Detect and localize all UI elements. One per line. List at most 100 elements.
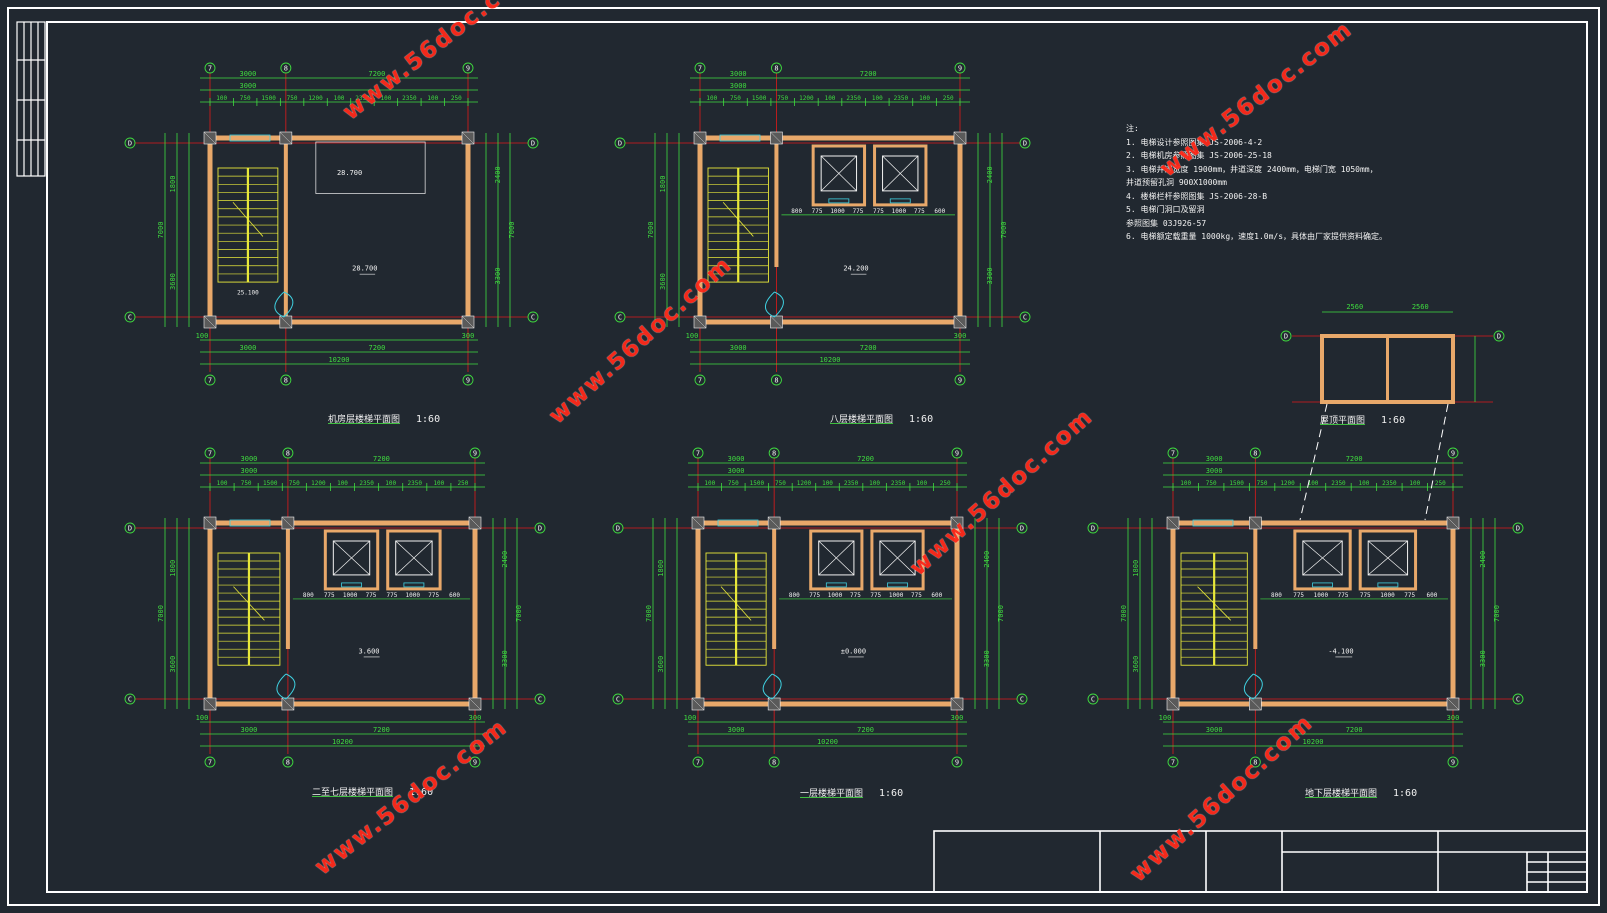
floor-elevation: -4.100 [1328,647,1353,655]
column-hatch-1 [770,131,783,145]
axis-label-top-2: 9 [473,450,477,458]
dim-seg-top-0: 100 [1180,480,1191,487]
dim-seg-top-3: 750 [775,480,786,487]
axis-bubble-top-2 [462,62,474,74]
elevator-cross-b-0 [818,540,855,576]
floor-elevation: 3.600 [358,647,379,655]
column-hatch-1 [768,516,781,530]
axis-label-top-1: 8 [284,65,288,73]
dim-seg-top-7: 100 [385,480,396,487]
elevator-shaft-1 [870,529,925,591]
axis-label-side-0-1: D [1023,140,1027,148]
elevator-dim-4: 775 [873,208,884,215]
axis-bubble-side-0-1 [1512,522,1524,534]
note-6: 5. 电梯门洞口及留洞 [1126,205,1205,214]
axis-label-side-0-1: D [1020,525,1024,533]
axis-label-bottom-2: 9 [466,377,470,385]
note-3: 3. 电梯井道宽度 1900mm，井道深度 2400mm，电梯门宽 1050mm… [1126,164,1378,174]
dim-depth-left: 7000 [647,222,655,239]
elevator-cross-b-1 [395,540,433,576]
dim-seg-top-2: 1500 [1229,480,1244,487]
axis-bubble-bottom-2 [469,756,481,768]
column-hatch-2 [461,131,475,145]
axis-label-bottom-2: 9 [958,377,962,385]
elevator-door-1 [403,582,425,588]
axis-label-side-0-1: D [538,525,542,533]
dim-seg-top-3: 750 [289,480,300,487]
elevator-dim-0: 800 [789,592,800,599]
axis-bubble-side-1-0 [612,693,624,705]
elevator-shaft-0 [809,529,864,591]
dim-left-seg2: 3600 [169,656,177,673]
column-hatch-1 [1249,516,1262,530]
dim-seg-top-5: 100 [1308,480,1319,487]
elevator-door-1 [1377,582,1399,588]
note-4: 井道预留孔洞 900X1000mm [1126,178,1227,187]
axis-bubble-side-0-1 [534,522,546,534]
window-top [229,519,271,527]
dim-seg-top-1: 750 [728,480,739,487]
outer-wall [207,135,471,325]
axis-label-side-1-0: C [1091,696,1095,704]
column-hatch-0 [693,131,707,145]
door-swing-a [285,673,296,700]
dim-depth-left: 7000 [157,605,165,622]
design-notes: 注: 1. 电梯设计参照图集 JS-2006-4-2 2. 电梯机房参照图集 J… [1126,122,1387,244]
elevator-dim-2: 1000 [830,208,845,215]
column-hatch-0 [203,516,217,530]
dim-seg-top-4: 1200 [799,95,814,102]
dim-seg-top-1: 750 [241,480,252,487]
note-8: 6. 电梯额定载重量 1000kg，速度1.0m/s，具体由厂家提供资料确定。 [1126,232,1388,241]
outer-wall [695,520,960,707]
axis-bubble-bottom-0 [1167,756,1179,768]
column-hatch-3 [203,697,217,711]
dim-right-seg2: 3300 [1479,650,1487,667]
column-hatch-3 [693,315,707,329]
dim-seg-top-1: 750 [1206,480,1217,487]
dim-seg-top-0: 100 [706,95,717,102]
axis-bubble-side-1-1 [534,693,546,705]
elevator-dim-4: 775 [1360,592,1371,599]
elevator-dim-7: 600 [449,592,460,599]
axis-label-bottom-0: 7 [1171,759,1175,767]
dim-seg-top-2: 1500 [750,480,765,487]
door-swing-b [764,291,775,318]
dim-seg-top-7: 100 [872,95,883,102]
note-7: 参照图集 03J926-57 [1126,218,1207,228]
dim-right-bay-bottom: 7200 [373,726,390,734]
elevator-shaft-0 [811,144,867,207]
dim-seg-top-10: 250 [1435,480,1446,487]
dim-left-seg1: 1800 [169,560,177,577]
dim-depth-right: 7000 [997,605,1005,622]
axis-label-top-0: 7 [208,65,212,73]
elevator-dim-6: 775 [428,592,439,599]
stair-arrow [1197,586,1232,621]
machine-opening [315,141,426,194]
dim-seg-top-8: 2350 [894,95,909,102]
axis-bubble-top-0 [694,62,706,74]
elevator-shaft-0 [1293,529,1352,591]
roof-projection-left [1299,403,1328,521]
dim-left-bay-top: 3000 [728,455,745,463]
dim-seg-top-4: 1200 [797,480,812,487]
floor-elevation: 24.200 [843,264,868,272]
dim-depth-right: 7000 [508,222,516,239]
axis-bubble-side-0-0 [124,137,136,149]
dim-depth-left: 7000 [157,222,165,239]
elevator-cross-b-0 [1302,540,1343,576]
elevator-dim-1: 775 [809,592,820,599]
dim-offset-bottom: 100 [196,332,209,340]
axis-label-top-2: 9 [466,65,470,73]
window-top [719,134,761,142]
dim-left-bay-bottom: 3000 [730,344,747,352]
axis-label-bottom-1: 8 [286,759,290,767]
dim-left-seg1: 1800 [1132,560,1140,577]
elevator-car-1 [1367,540,1409,576]
note-5: 4. 楼梯栏杆参照图集 JS-2006-28-B [1126,191,1268,201]
axis-label-side-0-0: D [618,140,622,148]
